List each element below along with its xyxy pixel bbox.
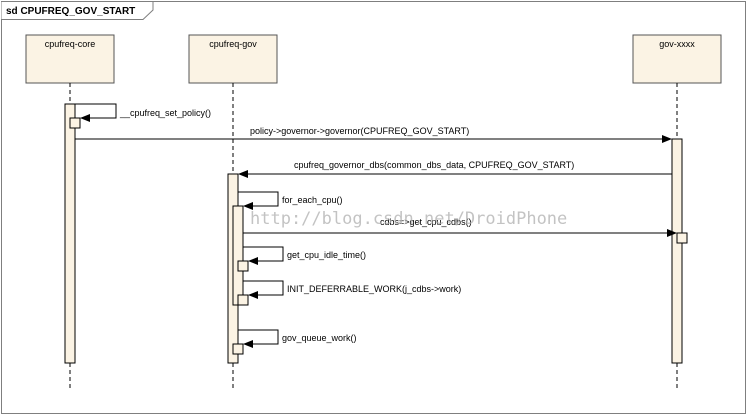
message-for-each-cpu: for_each_cpu() (238, 191, 343, 210)
message-set-policy-label: __cpufreq_set_policy() (119, 108, 211, 118)
message-governor-start-label: policy->governor->governor(CPUFREQ_GOV_S… (250, 126, 469, 136)
activation-xxxx-main (671, 138, 683, 364)
message-for-each-cpu-label: for_each_cpu() (282, 195, 343, 205)
activation-gov-queue (232, 343, 244, 355)
activation-gov-init (237, 294, 249, 306)
lifeline-cpufreq-core: cpufreq-core (25, 34, 115, 390)
message-init-deferrable-work-label: INIT_DEFERRABLE_WORK(j_cdbs->work) (287, 284, 461, 294)
message-get-cpu-idle-time: get_cpu_idle_time() (243, 246, 366, 265)
message-governor-start: policy->governor->governor(CPUFREQ_GOV_S… (75, 126, 672, 143)
lifeline-label-gov: cpufreq-gov (209, 39, 257, 49)
watermark-text: http://blog.csdn.net/DroidPhone (250, 209, 567, 229)
message-governor-dbs-label: cpufreq_governor_dbs(common_dbs_data, CP… (294, 160, 574, 170)
frame-title: sd CPUFREQ_GOV_START (6, 6, 135, 17)
lifeline-head-gov (188, 34, 278, 84)
message-governor-dbs: cpufreq_governor_dbs(common_dbs_data, CP… (238, 160, 672, 178)
lifeline-label-xxxx: gov-xxxx (659, 39, 695, 49)
activation-core-nested (69, 117, 81, 129)
activation-xxxx-nested (676, 232, 688, 244)
message-get-cpu-idle-time-arrow (243, 246, 284, 265)
activation-core-main (64, 103, 76, 364)
message-init-deferrable-work: INIT_DEFERRABLE_WORK(j_cdbs->work) (243, 280, 461, 299)
frame-title-tab (1, 1, 154, 20)
message-for-each-cpu-arrow (238, 191, 279, 210)
message-init-deferrable-work-arrow (243, 280, 284, 299)
message-get-cpu-idle-time-label: get_cpu_idle_time() (287, 250, 366, 260)
message-set-policy-arrow (75, 103, 117, 122)
message-gov-queue-work-label: gov_queue_work() (282, 333, 357, 343)
lifeline-label-core: cpufreq-core (45, 39, 96, 49)
message-set-policy: __cpufreq_set_policy() (75, 103, 211, 122)
message-get-cpu-cdbs-label: cdbs=>get_cpu_cdbs() (380, 217, 472, 227)
activation-gov-idle (237, 260, 249, 272)
message-gov-queue-work-arrow (238, 329, 279, 348)
message-get-cpu-cdbs: cdbs=>get_cpu_cdbs() (243, 217, 677, 237)
message-gov-queue-work: gov_queue_work() (238, 329, 357, 348)
activation-gov-loop (232, 205, 244, 306)
